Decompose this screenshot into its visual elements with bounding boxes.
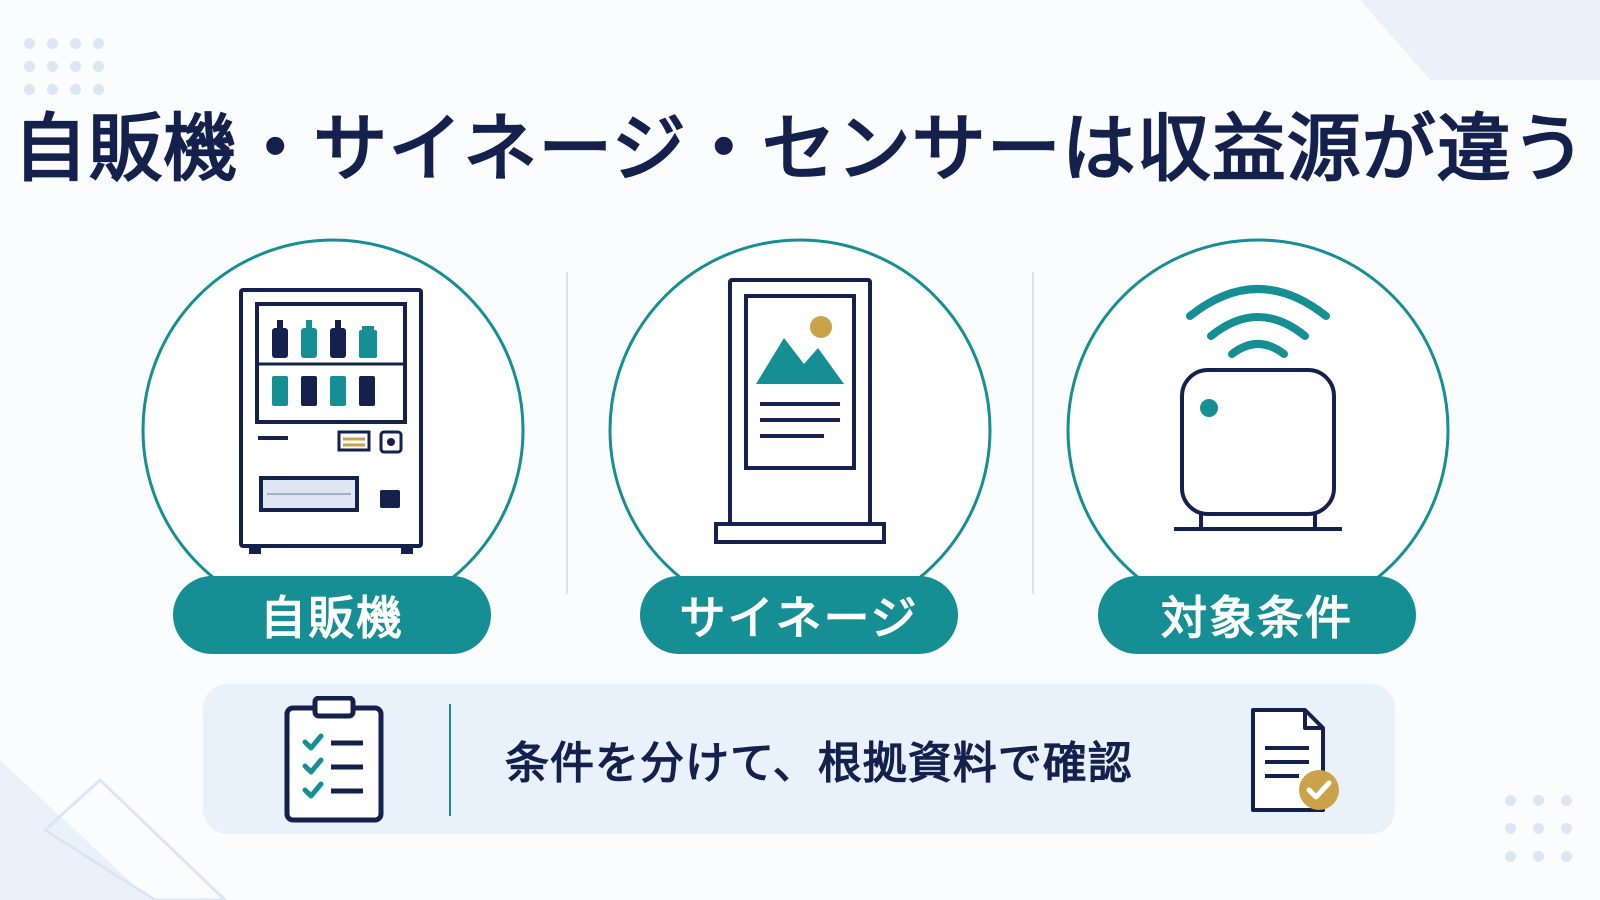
corner-decoration	[0, 760, 228, 900]
dot-pattern	[1505, 795, 1572, 862]
vending-machine-icon	[141, 238, 525, 612]
page-title: 自販機・サイネージ・センサーは収益源が違う	[13, 106, 1587, 192]
category-signage: サイネージ	[600, 232, 1000, 654]
summary-panel: 条件を分けて、根拠資料で確認	[203, 684, 1395, 834]
category-label: サイネージ	[640, 576, 958, 654]
column-divider	[1032, 272, 1034, 594]
category-vending: 自販機	[133, 232, 533, 654]
corner-decoration	[1360, 0, 1600, 80]
category-label: 対象条件	[1098, 576, 1416, 654]
document-check-icon	[1251, 708, 1339, 812]
panel-divider	[449, 704, 451, 816]
summary-message: 条件を分けて、根拠資料で確認	[505, 738, 1133, 789]
digital-signage-icon	[608, 238, 992, 612]
wireless-sensor-icon	[1066, 238, 1450, 612]
column-divider	[566, 272, 568, 594]
dot-pattern	[24, 38, 104, 95]
clipboard-checklist-icon	[284, 696, 384, 823]
category-label: 自販機	[173, 576, 491, 654]
category-sensor: 対象条件	[1058, 232, 1458, 654]
